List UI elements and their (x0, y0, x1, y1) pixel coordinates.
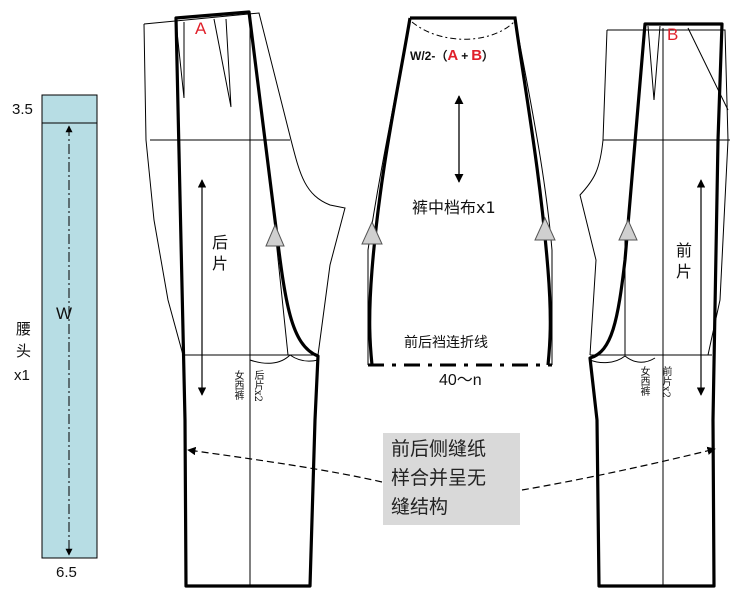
crotch-gusset-pattern (361, 16, 556, 367)
waistband-width-symbol: W (56, 304, 73, 323)
gusset-formula: W/2-（A+B） (410, 48, 494, 63)
back-piece-note-1: 女西裤 (232, 370, 243, 400)
waistband-label-char-1: 腰 (16, 320, 32, 338)
note-line-2: 样合并呈无 (391, 467, 487, 489)
note-line-3: 缝结构 (391, 496, 449, 518)
waistband-pattern (41, 94, 98, 559)
merge-arrows (187, 446, 716, 491)
formula-b: B (471, 47, 483, 64)
back-piece-label-char-2: 片 (212, 254, 229, 273)
note-line-1: 前后侧缝纸 (391, 438, 487, 460)
gusset-label: 裤中档布x1 (412, 198, 496, 217)
fold-line-label: 前后裆连折线 (404, 335, 488, 351)
front-point-b-label: B (667, 25, 679, 44)
waistband-label-count: x1 (14, 367, 30, 384)
waistband-top-measure: 3.5 (12, 101, 33, 118)
seam-merge-note: 前后侧缝纸 样合并呈无 缝结构 (383, 433, 520, 525)
front-piece-note-2: 前片x2 (660, 366, 671, 399)
waistband-bottom-measure: 6.5 (56, 564, 77, 581)
front-piece-label-char-2: 片 (676, 262, 693, 281)
front-piece-label-char-1: 前 (676, 241, 693, 260)
formula-suffix: ） (482, 49, 495, 63)
waistband-label-char-2: 头 (16, 342, 32, 360)
gusset-width-label: 40～n (439, 372, 482, 389)
formula-plus: + (461, 49, 469, 63)
back-piece-note-2: 后片x2 (252, 370, 263, 403)
front-piece-note-1: 女西裤 (638, 366, 649, 396)
back-piece-pattern (143, 10, 346, 588)
formula-a: A (447, 47, 459, 64)
formula-prefix: W/2-（ (410, 49, 448, 63)
back-point-a-label: A (195, 19, 207, 38)
front-piece-pattern (579, 22, 730, 588)
back-piece-label-char-1: 后 (212, 233, 229, 252)
